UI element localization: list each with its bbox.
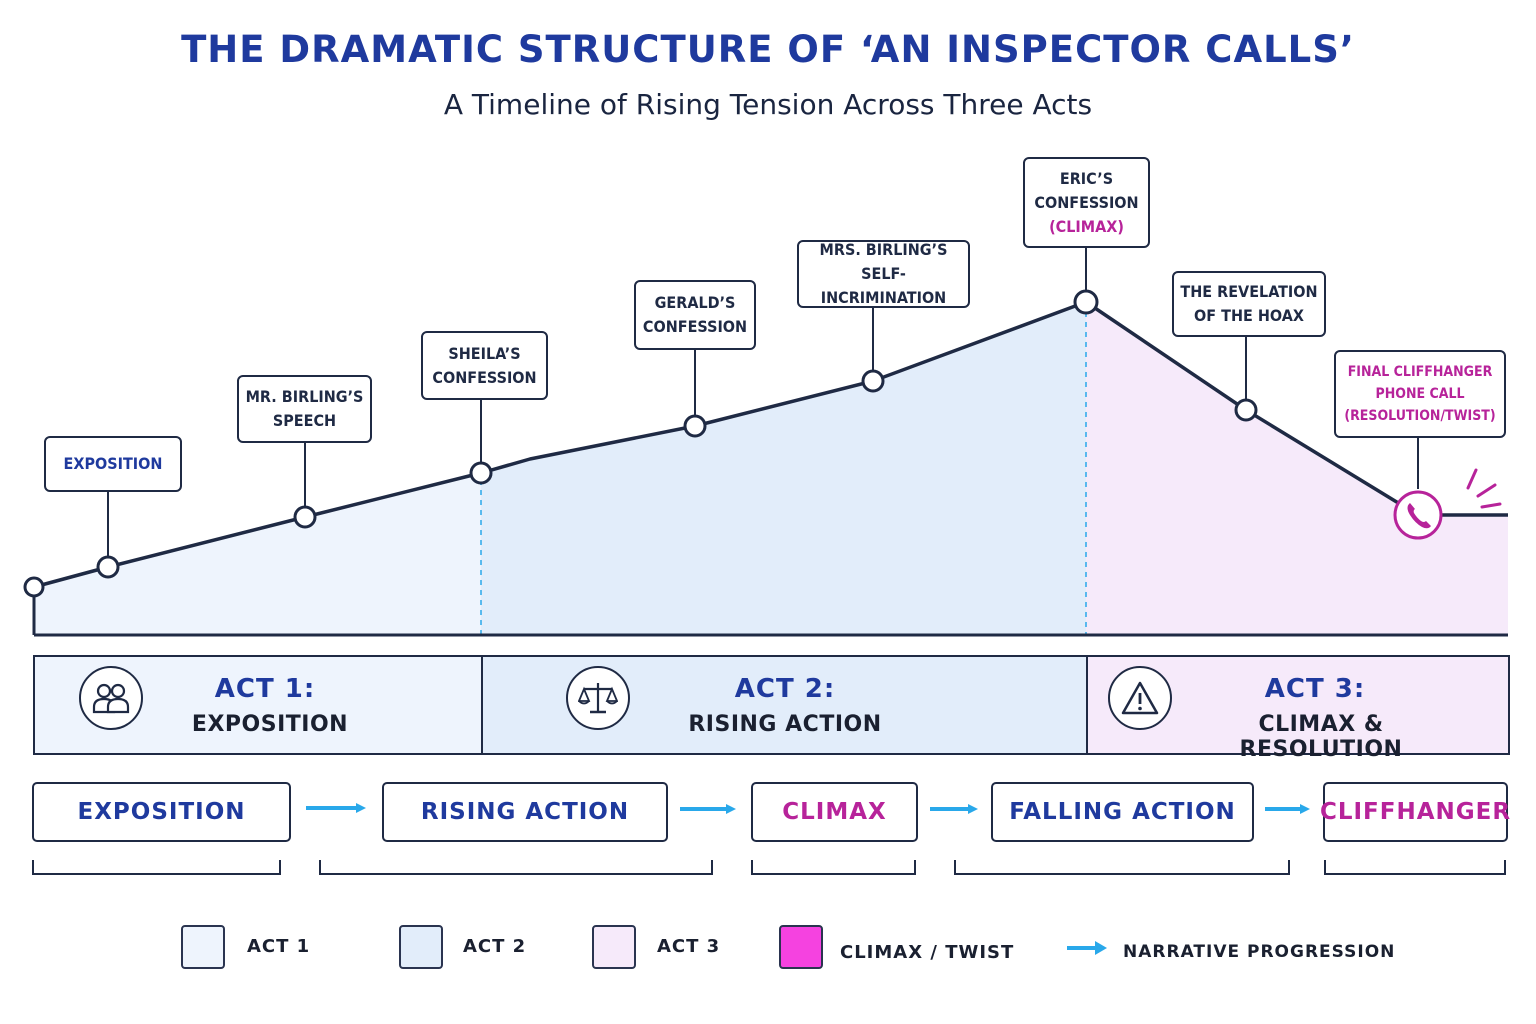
callout-sheila-confession: SHEILA’S CONFESSION — [421, 331, 548, 400]
bracket — [1324, 860, 1506, 875]
event-marker — [861, 369, 885, 393]
legend-label-act3: ACT 3 — [657, 936, 721, 957]
warning-icon — [1108, 666, 1172, 730]
event-marker — [1073, 289, 1099, 315]
stage-falling-action: FALLING ACTION — [991, 782, 1254, 842]
callout-mr-birling-speech: MR. BIRLING’S SPEECH — [237, 375, 372, 443]
stage-climax: CLIMAX — [751, 782, 918, 842]
event-marker — [293, 505, 317, 529]
stage-exposition: EXPOSITION — [32, 782, 291, 842]
event-marker — [96, 555, 120, 579]
event-marker — [1234, 398, 1258, 422]
page-title: THE DRAMATIC STRUCTURE OF ‘AN INSPECTOR … — [181, 28, 1355, 71]
stage-rising-action: RISING ACTION — [382, 782, 668, 842]
stage-cliffhanger: CLIFFHANGER — [1320, 782, 1510, 842]
page-subtitle: A Timeline of Rising Tension Across Thre… — [443, 88, 1093, 121]
act1-area — [34, 473, 481, 635]
callout-eric-confession: ERIC’S CONFESSION (CLIMAX) — [1023, 157, 1150, 248]
people-icon — [79, 666, 143, 730]
phone-icon — [1393, 490, 1443, 540]
climax-tag: (CLIMAX) — [1049, 216, 1124, 236]
act2-area — [481, 302, 1086, 635]
act1-name: EXPOSITION — [191, 712, 349, 737]
act3-area — [1086, 302, 1508, 635]
ringing-lines — [1466, 468, 1502, 509]
legend-label-climax-twist: CLIMAX / TWIST — [840, 942, 1015, 963]
callout-gerald-confession: GERALD’S CONFESSION — [634, 280, 756, 350]
legend-swatch-act2 — [399, 925, 443, 969]
event-marker — [469, 461, 493, 485]
start-marker — [23, 576, 45, 598]
tension-timeline — [23, 246, 1508, 637]
callout-final-cliffhanger: FINAL CLIFFHANGER PHONE CALL (RESOLUTION… — [1334, 350, 1506, 438]
legend-arrow-icon — [1067, 941, 1107, 955]
legend-label-narrative-progression: NARRATIVE PROGRESSION — [1123, 942, 1396, 962]
bracket — [751, 860, 916, 875]
act2-number: ACT 2: — [734, 674, 836, 704]
bracket — [954, 860, 1290, 875]
callout-mrs-birling-self-incrimination: MRS. BIRLING’S SELF-INCRIMINATION — [797, 240, 970, 308]
bracket — [319, 860, 713, 875]
legend-swatch-climax-twist — [779, 925, 823, 969]
event-marker — [683, 414, 707, 438]
legend-label-act2: ACT 2 — [463, 936, 527, 957]
legend-swatch-act1 — [181, 925, 225, 969]
callout-exposition: EXPOSITION — [44, 436, 182, 492]
stage-connectors — [32, 803, 1506, 875]
act2-name: RISING ACTION — [688, 712, 882, 737]
legend-swatch-act3 — [592, 925, 636, 969]
callout-revelation-of-hoax: THE REVELATION OF THE HOAX — [1172, 271, 1326, 337]
legend-label-act1: ACT 1 — [247, 936, 311, 957]
act3-number: ACT 3: — [1264, 674, 1366, 704]
bracket — [32, 860, 281, 875]
act1-number: ACT 1: — [214, 674, 316, 704]
act3-name: CLIMAX & RESOLUTION — [1239, 712, 1403, 762]
scales-icon — [566, 666, 630, 730]
